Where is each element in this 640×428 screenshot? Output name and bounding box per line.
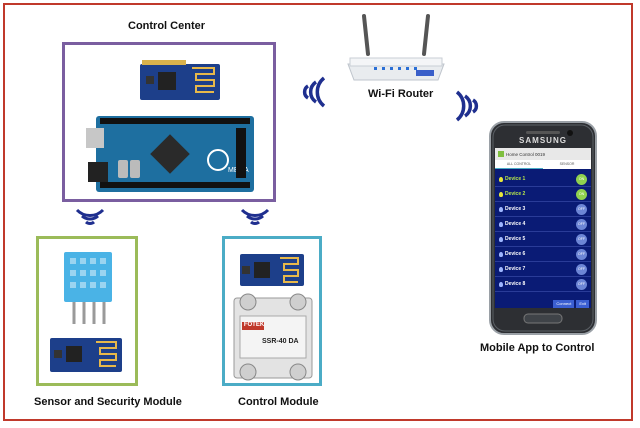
bulb-on-icon bbox=[499, 191, 503, 197]
wifi-router-icon bbox=[347, 14, 445, 81]
device-toggle-button[interactable]: OFF bbox=[576, 263, 587, 275]
control-center-box bbox=[62, 42, 276, 202]
device-name: Device 4 bbox=[505, 221, 526, 227]
device-row: Device 6 OFF bbox=[495, 247, 591, 262]
tab-all-control[interactable]: ALL CONTROL bbox=[495, 160, 543, 169]
device-row: Device 4 OFF bbox=[495, 217, 591, 232]
app-tabs: ALL CONTROL SENSOR bbox=[495, 160, 591, 169]
device-toggle-button[interactable]: OFF bbox=[576, 218, 587, 230]
device-name: Device 3 bbox=[505, 206, 526, 212]
dht11-sensor bbox=[64, 252, 112, 324]
app-footer: Connect Exit bbox=[495, 300, 591, 308]
relay-model: SSR-40 DA bbox=[262, 338, 299, 345]
device-name: Device 7 bbox=[505, 266, 526, 272]
connect-button[interactable]: Connect bbox=[553, 300, 575, 308]
control-module-label: Control Module bbox=[238, 396, 319, 408]
device-toggle-button[interactable]: ON bbox=[576, 188, 587, 200]
device-row: Device 2 ON bbox=[495, 187, 591, 202]
relay-brand: FOTEK bbox=[243, 322, 265, 328]
device-row: Device 5 OFF bbox=[495, 232, 591, 247]
arduino-mega-board: MEGA bbox=[86, 116, 254, 192]
bulb-off-icon bbox=[499, 236, 503, 242]
signal-icon-sensor bbox=[75, 208, 105, 225]
mobile-app-label: Mobile App to Control bbox=[480, 342, 595, 354]
bulb-off-icon bbox=[499, 281, 503, 287]
bulb-off-icon bbox=[499, 221, 503, 227]
signal-icon-router-right bbox=[455, 90, 479, 122]
phone-screen: Home Control 0019 ALL CONTROL SENSOR Dev… bbox=[495, 148, 591, 308]
control-module-box bbox=[222, 236, 322, 386]
app-title-bar: Home Control 0019 bbox=[495, 148, 591, 160]
device-toggle-button[interactable]: OFF bbox=[576, 203, 587, 215]
control-center-label: Control Center bbox=[128, 20, 205, 32]
device-name: Device 5 bbox=[505, 236, 526, 242]
signal-icon-control bbox=[240, 208, 270, 225]
exit-button[interactable]: Exit bbox=[576, 300, 589, 308]
esp-wifi-module-control bbox=[240, 254, 304, 286]
phone-brand: SAMSUNG bbox=[519, 136, 567, 145]
app-icon bbox=[498, 151, 504, 157]
esp-wifi-module-top bbox=[140, 60, 220, 100]
device-toggle-button[interactable]: OFF bbox=[576, 248, 587, 260]
device-row: Device 7 OFF bbox=[495, 262, 591, 277]
esp-wifi-module-sensor bbox=[50, 338, 122, 372]
device-toggle-button[interactable]: OFF bbox=[576, 278, 587, 290]
signal-icon-router-left bbox=[302, 76, 326, 108]
device-list: Device 1 ON Device 2 ON Device 3 OFF Device 4 O… bbox=[495, 169, 591, 292]
device-row: Device 3 OFF bbox=[495, 202, 591, 217]
bulb-off-icon bbox=[499, 206, 503, 212]
outer-frame bbox=[3, 3, 633, 421]
sensor-module-label: Sensor and Security Module bbox=[34, 396, 182, 408]
device-name: Device 2 bbox=[505, 191, 526, 197]
wifi-router-label: Wi-Fi Router bbox=[368, 88, 434, 100]
solid-state-relay bbox=[233, 293, 313, 381]
tab-sensor[interactable]: SENSOR bbox=[559, 162, 575, 166]
device-name: Device 8 bbox=[505, 281, 526, 287]
device-name: Device 1 bbox=[505, 176, 526, 182]
device-row: Device 1 ON bbox=[495, 172, 591, 187]
app-title: Home Control 0019 bbox=[506, 151, 546, 157]
sensor-module-box bbox=[36, 236, 138, 386]
device-row: Device 8 OFF bbox=[495, 277, 591, 292]
bulb-off-icon bbox=[499, 251, 503, 257]
device-toggle-button[interactable]: OFF bbox=[576, 233, 587, 245]
device-toggle-button[interactable]: ON bbox=[576, 173, 587, 185]
device-name: Device 6 bbox=[505, 251, 526, 257]
bulb-off-icon bbox=[499, 266, 503, 272]
bulb-on-icon bbox=[499, 176, 503, 182]
